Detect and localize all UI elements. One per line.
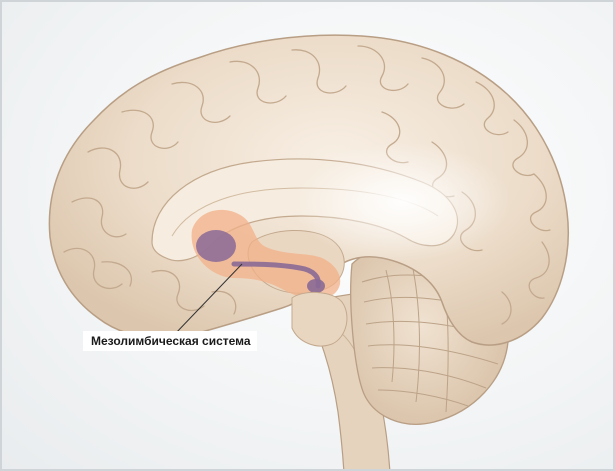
pons (291, 292, 348, 347)
callout-line (173, 263, 243, 336)
mesolimbic-system-label: Мезолимбическая система (83, 331, 257, 351)
highlight-glow (292, 142, 512, 262)
mesolimbic-highlight (191, 209, 341, 300)
